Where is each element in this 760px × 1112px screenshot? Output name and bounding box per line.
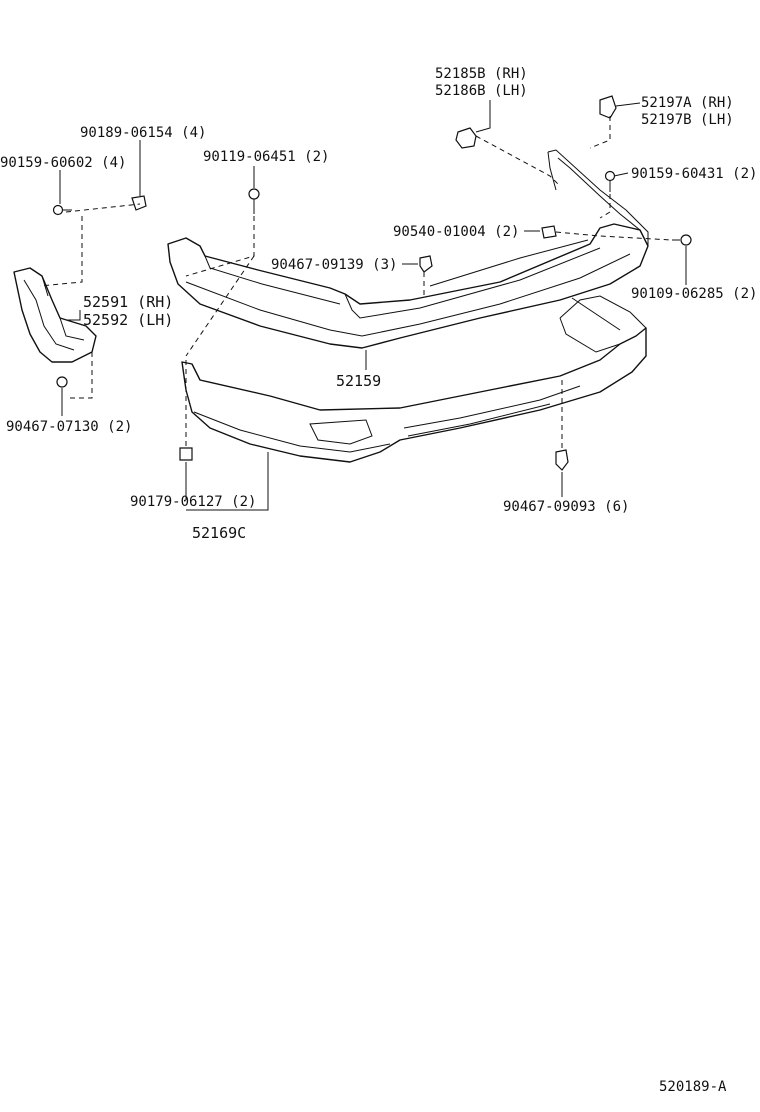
callout-90109-06285: 90109-06285 (2) bbox=[631, 286, 757, 302]
retainer-52197a[interactable] bbox=[599, 95, 617, 119]
callout-52591: 52591 (RH) bbox=[83, 293, 173, 311]
callout-52186b: 52186B (LH) bbox=[435, 83, 528, 99]
callout-90467-07130: 90467-07130 (2) bbox=[6, 419, 132, 435]
assembly-lines bbox=[39, 116, 673, 448]
clip-90467-09093[interactable] bbox=[555, 449, 569, 471]
screw-90159-60431[interactable] bbox=[604, 170, 616, 193]
clip-90189-06154[interactable] bbox=[131, 195, 147, 211]
callout-52159: 52159 bbox=[336, 372, 381, 390]
callout-52185b: 52185B (RH) bbox=[435, 66, 528, 82]
clip-90467-09139[interactable] bbox=[419, 255, 433, 273]
diagram-code: 520189-A bbox=[659, 1079, 727, 1095]
callout-52169c: 52169C bbox=[192, 524, 246, 542]
callout-52197b: 52197B (LH) bbox=[641, 112, 734, 128]
callout-90189-06154: 90189-06154 (4) bbox=[80, 125, 206, 141]
screw-90109-06285[interactable] bbox=[672, 234, 692, 246]
callout-90159-60431: 90159-60431 (2) bbox=[631, 166, 757, 182]
clip-90467-07130[interactable] bbox=[56, 376, 68, 388]
bumper-cover-52159[interactable] bbox=[167, 149, 649, 349]
screw-90159-60602[interactable] bbox=[52, 204, 73, 216]
callout-90467-09139: 90467-09139 (3) bbox=[271, 257, 397, 273]
retainer-52185b[interactable] bbox=[455, 127, 477, 149]
callout-52197a: 52197A (RH) bbox=[641, 95, 734, 111]
callout-90467-09093: 90467-09093 (6) bbox=[503, 499, 629, 515]
leader-lines bbox=[59, 100, 687, 511]
callout-90119-06451: 90119-06451 (2) bbox=[203, 149, 329, 165]
callout-90540-01004: 90540-01004 (2) bbox=[393, 224, 519, 240]
side-bracket-52591[interactable] bbox=[13, 267, 97, 363]
callout-labels: 52185B (RH) 52186B (LH) 52197A (RH) 5219… bbox=[0, 66, 757, 542]
callout-90179-06127: 90179-06127 (2) bbox=[130, 494, 256, 510]
nut-90179-06127[interactable] bbox=[179, 447, 193, 461]
bumper-extension-52169c[interactable] bbox=[181, 295, 647, 463]
callout-52592: 52592 (LH) bbox=[83, 311, 173, 329]
callout-90159-60602: 90159-60602 (4) bbox=[0, 155, 126, 171]
nut-90540-01004[interactable] bbox=[541, 225, 557, 239]
screw-90119-06451[interactable] bbox=[248, 188, 260, 214]
